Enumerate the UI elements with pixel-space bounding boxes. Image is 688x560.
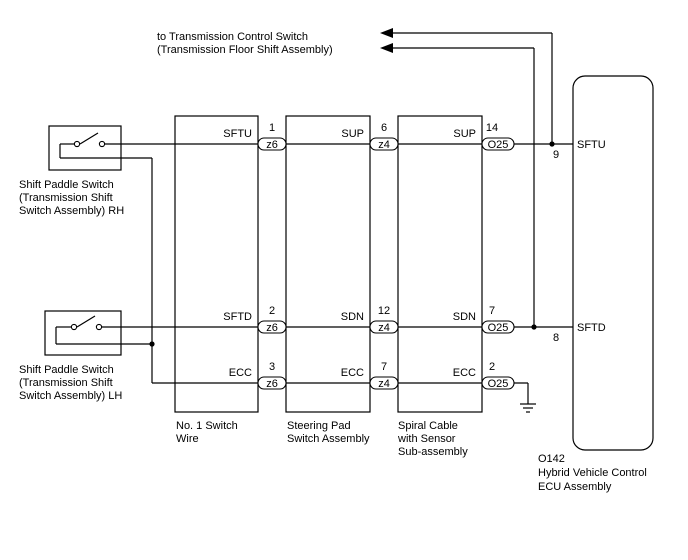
ecc-common-wire [149, 158, 155, 383]
arrow-note-line-2: (Transmission Floor Shift Assembly) [157, 44, 333, 56]
shift-paddle-switch-rh [48, 125, 152, 171]
sftu-m3-connector: O25 [488, 139, 509, 151]
ecu-label-2: Hybrid Vehicle Control [538, 467, 647, 479]
steering-pad-switch-box [285, 115, 371, 413]
ecc-m3-label: ECC [453, 367, 476, 379]
sftd-m3-pin: 7 [489, 305, 495, 317]
sftu-m2-connector: z4 [378, 139, 390, 151]
ecc-m3-connector: O25 [488, 378, 509, 390]
switch-rh-label-2: (Transmission Shift [19, 192, 113, 204]
sftd-m3-connector: O25 [488, 322, 509, 334]
sftu-m1-pin: 1 [269, 122, 275, 134]
sftu-m2-pin: 6 [381, 122, 387, 134]
ecc-m3-pin: 2 [489, 361, 495, 373]
sftd-m1-connector: z6 [266, 322, 278, 334]
module-3-label-3: Sub-assembly [398, 446, 468, 458]
module-1-label-1: No. 1 Switch [176, 420, 238, 432]
wire-sftu [105, 137, 573, 151]
ecc-m2-connector: z4 [378, 378, 390, 390]
arrow-note-line-1: to Transmission Control Switch [157, 31, 308, 43]
sftu-ecu-pin: 9 [553, 149, 559, 161]
sftd-m3-label: SDN [453, 311, 476, 323]
ecc-m2-label: ECC [341, 367, 364, 379]
sftu-m2-label: SUP [341, 128, 364, 140]
ground-icon [520, 383, 536, 413]
module-1-label-2: Wire [176, 433, 199, 445]
switch-lh-label-3: Switch Assembly) LH [19, 390, 122, 402]
spiral-cable-box [397, 115, 483, 413]
module-3-label-1: Spiral Cable [398, 420, 458, 432]
ecu-box [572, 75, 654, 451]
module-2-label-2: Switch Assembly [287, 433, 370, 445]
sftu-m3-label: SUP [453, 128, 476, 140]
ecc-m1-label: ECC [229, 367, 252, 379]
module-3-label-2: with Sensor [397, 433, 456, 445]
sftd-m2-label: SDN [341, 311, 364, 323]
sftu-m3-pin: 14 [486, 122, 498, 134]
ecc-m1-pin: 3 [269, 361, 275, 373]
ecc-m2-pin: 7 [381, 361, 387, 373]
wire-ecc [152, 376, 528, 390]
sftd-m1-pin: 2 [269, 305, 275, 317]
no1-switch-wire-box [174, 115, 259, 413]
ecc-m1-connector: z6 [266, 378, 278, 390]
sftd-m1-label: SFTD [223, 311, 252, 323]
sftd-ecu-label: SFTD [577, 322, 606, 334]
sftu-ecu-label: SFTU [577, 139, 606, 151]
shift-paddle-switch-lh [44, 310, 152, 356]
switch-lh-label-1: Shift Paddle Switch [19, 364, 114, 376]
sftd-m2-connector: z4 [378, 322, 390, 334]
sftd-ecu-pin: 8 [553, 332, 559, 344]
sftu-m1-label: SFTU [223, 128, 252, 140]
sftd-m2-pin: 12 [378, 305, 390, 317]
switch-rh-label-1: Shift Paddle Switch [19, 179, 114, 191]
arrow-to-transmission-control-switch [380, 28, 553, 327]
module-2-label-1: Steering Pad [287, 420, 351, 432]
ecu-label-3: ECU Assembly [538, 481, 612, 493]
switch-lh-label-2: (Transmission Shift [19, 377, 113, 389]
sftu-m1-connector: z6 [266, 139, 278, 151]
wire-sftd [102, 320, 573, 334]
ecu-label-1: O142 [538, 453, 565, 465]
switch-rh-label-3: Switch Assembly) RH [19, 205, 124, 217]
